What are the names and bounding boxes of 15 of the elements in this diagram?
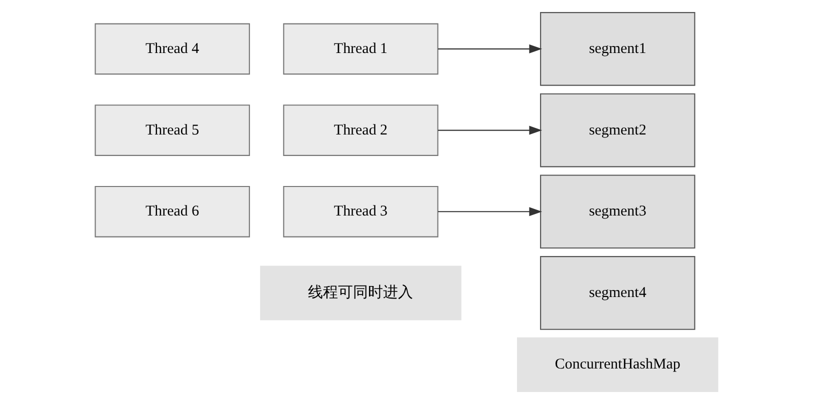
- node-box: segment1: [540, 12, 696, 86]
- arrow: [438, 126, 542, 135]
- node-box: segment2: [540, 93, 696, 168]
- arrow: [438, 207, 542, 216]
- node-box: Thread 5: [94, 104, 250, 156]
- node-box: 线程可同时进入: [260, 266, 462, 320]
- node-box: Thread 4: [94, 23, 250, 75]
- node-box: segment3: [540, 174, 696, 249]
- node-box: ConcurrentHashMap: [517, 337, 718, 392]
- arrow: [438, 44, 542, 54]
- node-box: Thread 1: [283, 23, 438, 75]
- node-box: segment4: [540, 256, 696, 330]
- node-box: Thread 6: [94, 186, 250, 238]
- node-box: Thread 3: [283, 186, 438, 238]
- node-box: Thread 2: [283, 104, 438, 156]
